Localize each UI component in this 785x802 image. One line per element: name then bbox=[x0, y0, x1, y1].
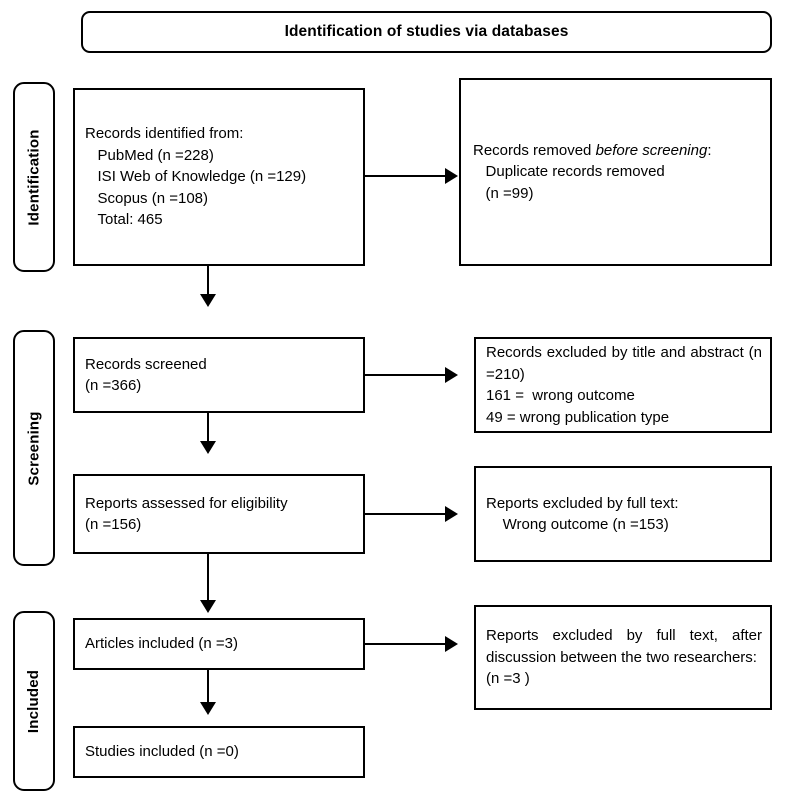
box-studies-included-content: Studies included (n =0) bbox=[85, 726, 361, 778]
reports-excluded-discussion-line-2: (n =3 ) bbox=[486, 670, 530, 688]
records-excluded-line-2: 161 = wrong outcome bbox=[486, 387, 635, 404]
records-identified-line-4: Scopus (n =108) bbox=[85, 189, 209, 207]
connector-identified-to-removed-line bbox=[365, 175, 447, 177]
records-removed-line-1-emphasis: before screening bbox=[595, 141, 708, 159]
records-identified-line-2: PubMed (n =228) bbox=[85, 146, 214, 164]
connector-screened-to-excluded-arrow bbox=[445, 367, 458, 383]
records-screened-line-1: Records screened bbox=[85, 355, 207, 373]
connector-identified-to-removed-arrow bbox=[445, 168, 458, 184]
stage-label-identification: Identification bbox=[13, 82, 55, 272]
records-removed-line-3: (n =99) bbox=[473, 184, 534, 202]
diagram-banner: Identification of studies via databases bbox=[81, 11, 772, 53]
box-records-excluded-content: Records excluded by title and abstract (… bbox=[486, 337, 762, 433]
connector-assessed-to-included-line bbox=[207, 554, 209, 602]
box-studies-included bbox=[73, 726, 365, 778]
records-identified-line-1: Records identified from: bbox=[85, 125, 244, 143]
box-records-removed-content: Records removed before screening: Duplic… bbox=[473, 78, 763, 266]
box-reports-excluded-fulltext bbox=[474, 466, 772, 562]
connector-screened-to-excluded-line bbox=[365, 374, 447, 376]
connector-assessed-to-included-arrow bbox=[200, 600, 216, 613]
box-records-identified-content: Records identified from: PubMed (n =228)… bbox=[85, 88, 361, 266]
connector-included-to-studies-line bbox=[207, 670, 209, 704]
banner-title: Identification of studies via databases bbox=[284, 23, 569, 40]
box-records-removed bbox=[459, 78, 772, 266]
box-reports-assessed bbox=[73, 474, 365, 554]
records-identified-line-5: Total: 465 bbox=[85, 211, 163, 229]
box-reports-excluded-fulltext-content: Reports excluded by full text: Wrong out… bbox=[486, 466, 762, 562]
stage-label-included: Included bbox=[13, 611, 55, 791]
stage-label-identification-text: Identification bbox=[25, 128, 43, 226]
records-excluded-line-3: 49 = wrong publication type bbox=[486, 408, 670, 426]
connector-included-to-discussion-line bbox=[365, 643, 447, 645]
box-records-screened-content: Records screened (n =366) bbox=[85, 337, 361, 413]
records-removed-line-1-prefix: Records removed bbox=[473, 141, 596, 159]
reports-excluded-fulltext-line-1: Reports excluded by full text: bbox=[486, 494, 679, 512]
box-articles-included bbox=[73, 618, 365, 670]
connector-included-to-discussion-arrow bbox=[445, 636, 458, 652]
stage-label-screening: Screening bbox=[13, 330, 55, 566]
connector-assessed-to-excluded-arrow bbox=[445, 506, 458, 522]
reports-assessed-line-1: Reports assessed for eligibility bbox=[85, 494, 288, 512]
reports-excluded-fulltext-line-2: Wrong outcome (n =153) bbox=[486, 516, 669, 533]
connector-identified-to-screened-line bbox=[207, 266, 209, 296]
connector-screened-to-assessed-arrow bbox=[200, 441, 216, 454]
records-removed-line-2: Duplicate records removed bbox=[473, 163, 665, 181]
reports-assessed-line-2: (n =156) bbox=[85, 516, 142, 533]
box-records-identified bbox=[73, 88, 365, 266]
box-articles-included-content: Articles included (n =3) bbox=[85, 618, 361, 670]
connector-identified-to-screened-arrow bbox=[200, 294, 216, 307]
box-reports-excluded-discussion-content: Reports excluded by full text, after dis… bbox=[486, 605, 762, 710]
connector-included-to-studies-arrow bbox=[200, 702, 216, 715]
records-removed-line-1: Records removed before screening: bbox=[473, 140, 763, 162]
studies-included-line-1: Studies included (n =0) bbox=[85, 743, 239, 761]
connector-assessed-to-excluded-line bbox=[365, 513, 447, 515]
stage-label-screening-text: Screening bbox=[25, 410, 43, 486]
reports-excluded-discussion-line-1: Reports excluded by full text, after dis… bbox=[486, 627, 762, 666]
box-reports-assessed-content: Reports assessed for eligibility (n =156… bbox=[85, 474, 361, 554]
records-identified-line-3: ISI Web of Knowledge (n =129) bbox=[85, 168, 307, 186]
records-excluded-line-1: Records excluded by title and abstract (… bbox=[486, 344, 762, 383]
connector-screened-to-assessed-line bbox=[207, 413, 209, 443]
records-removed-line-1-suffix: : bbox=[707, 141, 712, 159]
stage-label-included-text: Included bbox=[25, 669, 43, 733]
records-screened-line-2: (n =366) bbox=[85, 377, 142, 394]
box-reports-excluded-discussion bbox=[474, 605, 772, 710]
articles-included-line-1: Articles included (n =3) bbox=[85, 635, 238, 653]
box-records-excluded bbox=[474, 337, 772, 433]
box-records-screened bbox=[73, 337, 365, 413]
